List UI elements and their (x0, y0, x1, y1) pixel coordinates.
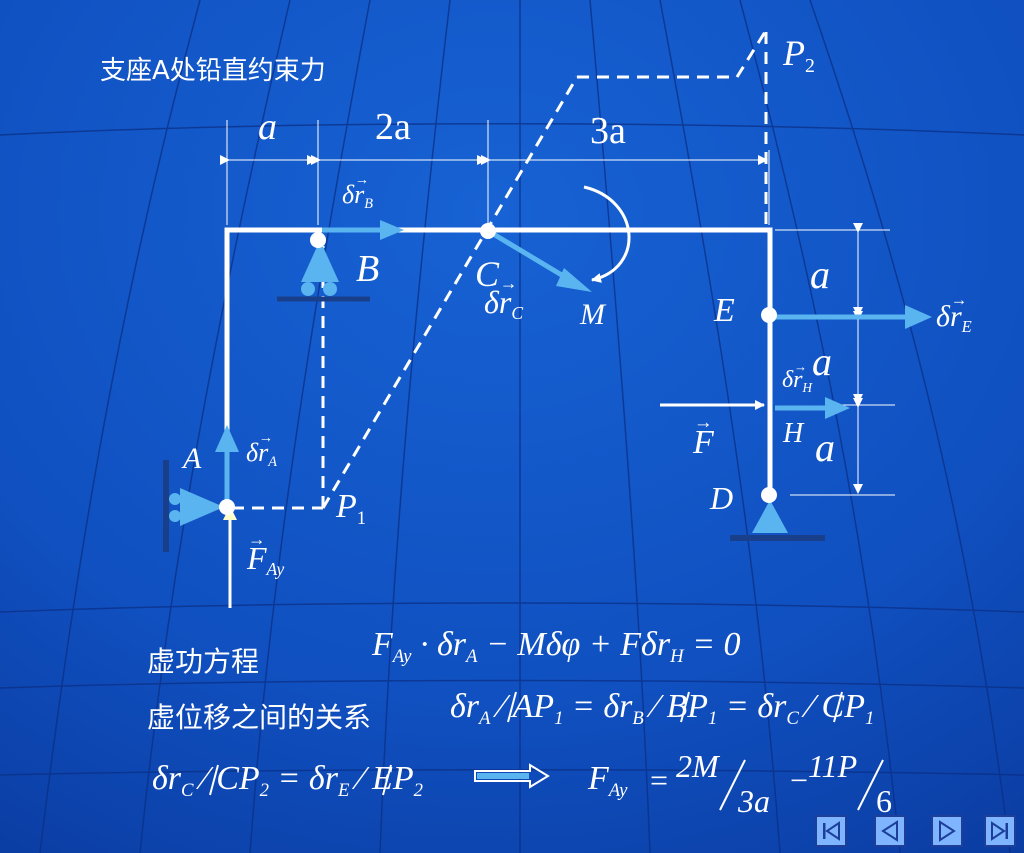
triangle-left-icon (881, 820, 898, 842)
result-lhs: FAy (588, 760, 628, 801)
vd-label-re: δrE (936, 292, 972, 335)
skip-to-end-icon (991, 821, 1008, 841)
equation-displacement-relation: δrA ⁄ AP1 = δrB ⁄ BP1 = δrC ⁄ CP1 (450, 688, 875, 729)
point-label-b: B (356, 248, 380, 290)
pin-support-d (730, 500, 825, 541)
first-slide-button[interactable] (815, 815, 847, 847)
point-label-p2: P2 (783, 33, 815, 77)
result-num-2: 11P (808, 748, 858, 784)
result-equals: = (650, 762, 669, 798)
skip-to-start-icon (823, 821, 840, 841)
point-label-e: E (714, 292, 735, 329)
vd-label-ra: δrA (246, 431, 277, 469)
equation-virtual-work: FAy · δrA − Mδφ + FδrH = 0 (372, 626, 741, 667)
point-label-c: C (475, 254, 500, 294)
dim-label-vertical-2: a (812, 339, 832, 384)
point-label-a: A (183, 442, 202, 475)
roller-support-a (163, 460, 224, 552)
equation-strokes (209, 691, 884, 811)
dim-label-vertical-1: a (810, 252, 830, 297)
dim-label-3a: 3a (590, 110, 626, 152)
point-label-d: D (710, 480, 734, 516)
label-displacement-relation: 虚位移之间的关系 (147, 701, 372, 734)
frame-structure (224, 227, 773, 508)
joints (219, 223, 777, 515)
equation-rc-re-relation: δrC ⁄ CP2 = δrE ⁄ EP2 (152, 760, 423, 801)
dim-label-2a: 2a (375, 106, 411, 148)
result-den-2: 6 (876, 783, 892, 819)
force-label-f: F (693, 414, 714, 460)
virtual-displacement-heads (215, 220, 932, 452)
implies-arrow (474, 763, 550, 789)
point-label-h: H (783, 418, 804, 449)
roller-support-b (277, 240, 370, 302)
vd-label-rc: δrC (484, 275, 523, 322)
next-slide-button[interactable] (931, 815, 963, 847)
virtual-displacements (224, 227, 912, 500)
triangle-right-icon (939, 820, 956, 842)
page-title: 支座A处铅直约束力 (100, 56, 326, 86)
vd-label-rh: δrH (782, 360, 812, 394)
instant-center-lines (232, 31, 768, 510)
moment-arc (583, 185, 631, 283)
moment-label-m: M (580, 298, 605, 331)
result-minus: − (790, 762, 809, 798)
dim-label-a: a (258, 106, 277, 148)
result-num-1: 2M (676, 748, 719, 784)
point-label-p1: P1 (336, 488, 367, 529)
result-den-1: 3a (738, 783, 770, 819)
previous-slide-button[interactable] (874, 815, 906, 847)
vd-label-rb: δrB (342, 173, 373, 211)
label-virtual-work: 虚功方程 (147, 645, 260, 678)
force-label-fay: FAy (247, 531, 284, 578)
dim-label-vertical-3: a (815, 425, 835, 470)
last-slide-button[interactable] (984, 815, 1016, 847)
